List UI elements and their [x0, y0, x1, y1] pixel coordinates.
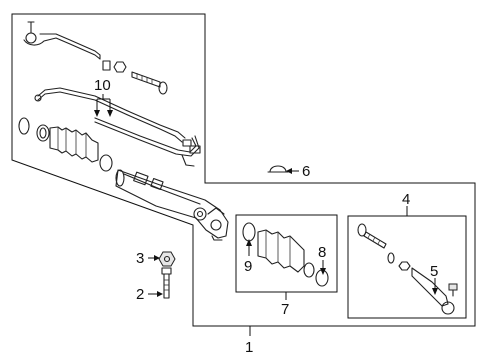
boot-group-parts [242, 222, 329, 287]
callout-1: 1 [245, 339, 253, 356]
inner-tie-rod [23, 21, 168, 95]
cap-grommet [267, 165, 289, 173]
rack-housing [115, 169, 229, 241]
callout-3: 3 [136, 250, 144, 267]
callout-8: 8 [318, 244, 326, 261]
mounting-nut [158, 251, 176, 267]
callout-7: 7 [281, 301, 289, 318]
left-boot-assembly [18, 117, 113, 172]
mounting-bolt [161, 267, 172, 299]
callout-5: 5 [430, 263, 438, 280]
callout-9: 9 [244, 258, 252, 275]
assembly-outline [11, 13, 476, 327]
callout-6: 6 [302, 163, 310, 180]
callout-2: 2 [136, 286, 144, 303]
leader-lines [94, 94, 438, 336]
outer-tie-rod-parts [357, 223, 458, 315]
callout-10: 10 [94, 77, 111, 94]
hydraulic-lines [34, 87, 201, 167]
callout-4: 4 [402, 191, 410, 208]
